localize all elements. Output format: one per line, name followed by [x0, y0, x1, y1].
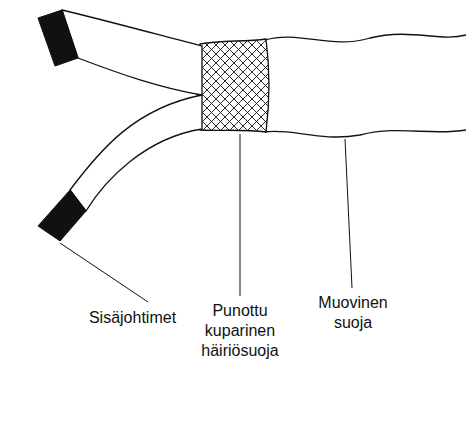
plastic-jacket [265, 34, 466, 137]
inner-conductor-insulation [62, 10, 202, 95]
part-label: Sisäjohtimet [70, 308, 195, 328]
leader-line [240, 134, 241, 296]
conductor-tip [38, 10, 78, 66]
jacket-outline [265, 34, 466, 137]
leader-line [345, 139, 352, 288]
part-label: Muovinen suoja [312, 293, 394, 333]
leader-line [60, 243, 148, 302]
conductor-tip [38, 190, 86, 241]
part-label: Punottu kuparinen häiriösuoja [192, 301, 288, 361]
braided-shield [197, 39, 269, 132]
inner-conductor-insulation [70, 95, 202, 211]
